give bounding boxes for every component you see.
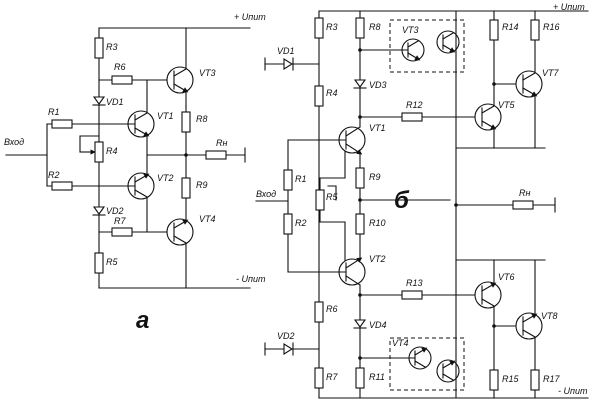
- transistor-vt3-a: [166, 66, 194, 94]
- diode-vd3-b: [353, 79, 367, 88]
- input-label-b: Вход: [256, 189, 276, 199]
- resistor-r5-a: [94, 252, 104, 274]
- resistor-r2-a: [51, 181, 73, 191]
- diode-vd4-b: [353, 319, 367, 328]
- neg-rail-label-a: - Uпит: [236, 274, 266, 284]
- r11-label-b: R11: [369, 372, 385, 382]
- vd2-label-a: VD2: [106, 206, 124, 216]
- transistor-vt7-b: [515, 70, 543, 98]
- potentiometer-r5-b: [315, 189, 325, 211]
- r6-label-a: R6: [114, 62, 126, 72]
- vt4-package-b: [389, 337, 465, 391]
- r17-label-b: R17: [543, 374, 561, 384]
- diode-vd2-b: [283, 343, 294, 355]
- vt2-label-a: VT2: [157, 173, 174, 183]
- resistor-r8-b: [355, 17, 365, 39]
- resistor-r6-b: [314, 301, 324, 323]
- r13-label-b: R13: [406, 278, 423, 288]
- r10-label-b: R10: [369, 218, 386, 228]
- input-label-a: Вход: [4, 137, 24, 147]
- diode-vd2-a: [92, 206, 106, 215]
- resistor-rn-b: [512, 200, 534, 210]
- r16-label-b: R16: [543, 22, 560, 32]
- pos-rail-label-a: + Uпит: [234, 12, 266, 22]
- r1-label-a: R1: [48, 107, 60, 117]
- resistor-r16-b: [530, 19, 540, 41]
- vt4-label-b: VT4: [392, 338, 409, 348]
- resistor-r4-b: [314, 85, 324, 107]
- r4-label-a: R4: [106, 146, 118, 156]
- resistor-r7-b: [314, 367, 324, 389]
- r15-label-b: R15: [502, 374, 520, 384]
- r1-label-b: R1: [295, 174, 307, 184]
- resistor-r11-b: [355, 367, 365, 389]
- diode-vd1-a: [92, 96, 106, 105]
- vt1-label-a: VT1: [157, 111, 174, 121]
- vt1-label-b: VT1: [369, 123, 386, 133]
- resistor-r2-b: [283, 213, 293, 235]
- transistor-vt4-a: [166, 218, 194, 246]
- resistor-r7-a: [111, 227, 133, 237]
- r8-label-b: R8: [369, 22, 381, 32]
- resistor-rn-a: [205, 150, 227, 160]
- circuit-a: + Uпит - Uпит R3 VD1 R4 VD2 R5 Вход R1 R…: [4, 12, 266, 334]
- resistor-r6-a: [111, 75, 133, 85]
- diode-vd1-b: [283, 58, 294, 70]
- rn-label-b: Rн: [519, 188, 530, 198]
- vt3-label-b: VT3: [402, 25, 419, 35]
- r3-label-b: R3: [326, 22, 338, 32]
- potentiometer-r4-a: [94, 141, 104, 163]
- neg-rail-label-b: - Uпит: [558, 386, 588, 396]
- r4-label-b: R4: [326, 88, 338, 98]
- r9-label-b: R9: [369, 172, 381, 182]
- r9-label-a: R9: [196, 180, 208, 190]
- vt2-label-b: VT2: [369, 254, 386, 264]
- resistor-r9-a: [181, 177, 191, 199]
- caption-a: а: [136, 307, 149, 334]
- resistor-r1-a: [51, 119, 73, 129]
- r7-label-a: R7: [114, 216, 126, 226]
- resistor-r3-b: [314, 17, 324, 39]
- resistor-r15-b: [489, 369, 499, 391]
- r3-label-a: R3: [106, 42, 118, 52]
- resistor-r17-b: [530, 369, 540, 391]
- vt7-label-b: VT7: [542, 68, 560, 78]
- resistor-r13-b: [401, 290, 423, 300]
- r5-label-a: R5: [106, 257, 118, 267]
- resistor-r10-b: [355, 213, 365, 235]
- r8-label-a: R8: [196, 114, 208, 124]
- resistor-r14-b: [489, 19, 499, 41]
- resistor-r1-b: [283, 169, 293, 191]
- vd4-label-b: VD4: [369, 320, 387, 330]
- r2-label-b: R2: [295, 218, 307, 228]
- vt5-label-b: VT5: [498, 100, 516, 110]
- transistor-vt6-b: [474, 281, 502, 309]
- transistor-vt8-b: [515, 312, 543, 340]
- r2-label-a: R2: [48, 170, 60, 180]
- vd1-label-b: VD1: [277, 46, 295, 56]
- circuit-b: + Uпит - Uпит R3 R4 R6 R7 VD1 VD2 R1 R2 …: [255, 2, 589, 399]
- vt8-label-b: VT8: [541, 311, 558, 321]
- resistor-r12-b: [401, 112, 423, 122]
- vd2-label-b: VD2: [277, 331, 295, 341]
- caption-b: б: [394, 187, 410, 214]
- r5-label-b: R5: [326, 192, 338, 202]
- vt3-package-b: [389, 19, 465, 73]
- rn-label-a: Rн: [216, 138, 227, 148]
- vt4-label-a: VT4: [199, 214, 216, 224]
- resistor-r3-a: [94, 37, 104, 59]
- resistor-r9-b: [355, 167, 365, 189]
- r12-label-b: R12: [406, 100, 423, 110]
- vt3-label-a: VT3: [199, 68, 216, 78]
- r7-label-b: R7: [326, 372, 338, 382]
- vt6-label-b: VT6: [498, 272, 515, 282]
- resistor-r8-a: [181, 111, 191, 133]
- pos-rail-label-b: + Uпит: [553, 2, 585, 12]
- r6-label-b: R6: [326, 304, 338, 314]
- vd3-label-b: VD3: [369, 80, 387, 90]
- r14-label-b: R14: [502, 22, 519, 32]
- vd1-label-a: VD1: [106, 97, 124, 107]
